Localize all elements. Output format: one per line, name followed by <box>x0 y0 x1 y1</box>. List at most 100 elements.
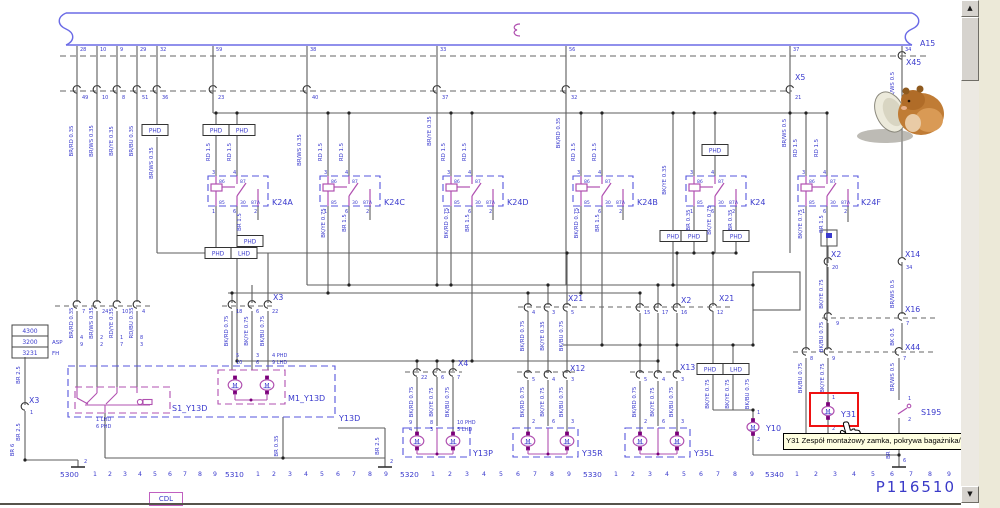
wire-junction-dot <box>675 251 679 255</box>
wire-gauge-label: BR/RD 0.35 <box>69 126 75 157</box>
ref-box-row[interactable] <box>11 346 49 359</box>
connector-label[interactable]: X14 <box>905 250 920 259</box>
rail-digit: 2 <box>448 471 452 478</box>
pin-number: 7 <box>906 321 909 327</box>
motor-symbol-Y10[interactable] <box>746 421 760 433</box>
pin-number: 59 <box>216 47 222 53</box>
label: 1 <box>212 209 215 215</box>
label: 87A <box>486 200 496 206</box>
pin-number: 23 <box>218 95 224 101</box>
connector-pin-hook <box>72 300 82 309</box>
connector-label[interactable]: X13 <box>680 363 695 372</box>
variant-label: PHD <box>236 129 249 135</box>
component-box-M1_Y13D[interactable] <box>217 369 286 405</box>
wire-junction-dot <box>671 111 675 115</box>
connector-label[interactable]: X21 <box>568 294 583 303</box>
connector-label[interactable]: X5 <box>795 73 805 82</box>
connector-label[interactable]: X4 <box>458 359 468 368</box>
label: 30 <box>352 200 358 206</box>
component-label[interactable]: Y10 <box>765 424 781 433</box>
scrollbar-thumb[interactable] <box>961 17 979 81</box>
connector-label[interactable]: X44 <box>905 343 920 352</box>
pin-number: 10 <box>100 47 106 53</box>
pin-number: 56 <box>569 47 575 53</box>
relay-box-K24F[interactable] <box>797 175 859 207</box>
connector-pin-hook <box>897 257 907 266</box>
wire-gauge-label: BK/YE 0.75 <box>819 279 825 308</box>
variant-label: PHD <box>244 240 257 246</box>
pin-number: 2 <box>644 419 647 425</box>
wire-gauge-label: BR/WS 0.5 <box>890 280 896 308</box>
connector-label[interactable]: X3 <box>273 293 283 302</box>
relay-box-K24B[interactable] <box>572 175 634 207</box>
component-label[interactable]: K24A <box>272 198 293 207</box>
component-label[interactable]: Y35R <box>581 449 603 458</box>
component-box-S1_Y13D[interactable] <box>74 386 171 414</box>
wire-gauge-label: BR/BU 0.35 <box>129 126 135 157</box>
connector-pin-hook <box>523 303 533 312</box>
connector-label[interactable]: X3 <box>29 396 39 405</box>
connector-label[interactable]: A15 <box>920 39 935 48</box>
wire-gauge-label: BK/BU 0.75 <box>445 387 451 417</box>
component-label[interactable]: Y13D <box>338 414 360 423</box>
component-label[interactable]: K24F <box>861 198 881 207</box>
component-label[interactable]: S195 <box>921 408 941 417</box>
relay-box-K24[interactable] <box>685 175 747 207</box>
connector-label[interactable]: X16 <box>905 305 920 314</box>
pin-number: 1 <box>908 396 911 402</box>
variant-box <box>722 363 750 375</box>
component-label[interactable]: Y35L <box>693 449 714 458</box>
wire-gauge-label: BR 2.5 <box>375 437 381 455</box>
pin-number: 4 <box>532 310 535 316</box>
selection-highlight-y31[interactable] <box>809 392 859 427</box>
wire-gauge-label: BK/RD 0.75 <box>409 387 415 418</box>
component-label[interactable]: K24B <box>637 198 658 207</box>
pin-number: 5 <box>571 310 574 316</box>
connector-pin-hook <box>785 85 795 94</box>
component-box-Y35R[interactable] <box>512 427 579 458</box>
wire-junction-dot <box>449 283 453 287</box>
wire-gauge-label: BR/WS 0.35 <box>89 125 95 157</box>
vertical-scrollbar[interactable]: ▲ ▼ <box>961 0 979 503</box>
component-label[interactable]: Y31 <box>840 410 856 419</box>
relay-box-K24A[interactable] <box>207 175 269 207</box>
connector-label[interactable]: X12 <box>570 364 585 373</box>
component-box-Y35L[interactable] <box>624 427 691 458</box>
rail-digit: 5 <box>320 471 324 478</box>
connector-pin-hook <box>801 347 811 356</box>
wire-gauge-label: BR 0.35 <box>274 435 280 456</box>
relay-box-K24C[interactable] <box>319 175 381 207</box>
pin-number: 37 <box>793 47 799 53</box>
scroll-up-button[interactable]: ▲ <box>961 0 979 17</box>
label: 86 <box>454 179 460 185</box>
label: 87 <box>718 179 724 185</box>
component-label[interactable]: K24D <box>507 198 529 207</box>
wire-gauge-label: BR 1.5 <box>465 214 471 232</box>
component-box-Y13D[interactable] <box>67 365 336 418</box>
pin-number: 9 <box>120 47 123 53</box>
label: 87A <box>251 200 261 206</box>
pin-number: 9 <box>80 342 83 348</box>
wire-gauge-label: BK/BU 0.75 <box>559 321 565 351</box>
connector-label[interactable]: X2 <box>681 296 691 305</box>
scroll-down-button[interactable]: ▼ <box>961 486 979 503</box>
wire <box>348 182 359 197</box>
wire-junction-dot <box>751 343 755 347</box>
connector-label[interactable]: X21 <box>719 294 734 303</box>
component-label[interactable]: S1_Y13D <box>172 404 207 413</box>
motor-symbol-Y31[interactable] <box>821 405 835 417</box>
component-label[interactable]: Y13P <box>472 449 493 458</box>
motor-terminal <box>675 446 679 451</box>
component-label[interactable]: K24 <box>750 198 765 207</box>
relay-box-K24D[interactable] <box>442 175 504 207</box>
connector-label[interactable]: X45 <box>906 58 921 67</box>
component-label[interactable]: M1_Y13D <box>288 394 325 403</box>
label: 86 <box>331 179 337 185</box>
pin-number: 6 <box>256 360 259 366</box>
component-label[interactable]: K24C <box>384 198 405 207</box>
pin-number: 1 <box>757 410 760 416</box>
connector-pin-hook <box>708 303 718 312</box>
wire-junction-dot <box>579 291 583 295</box>
connector-label[interactable]: X2 <box>831 250 841 259</box>
